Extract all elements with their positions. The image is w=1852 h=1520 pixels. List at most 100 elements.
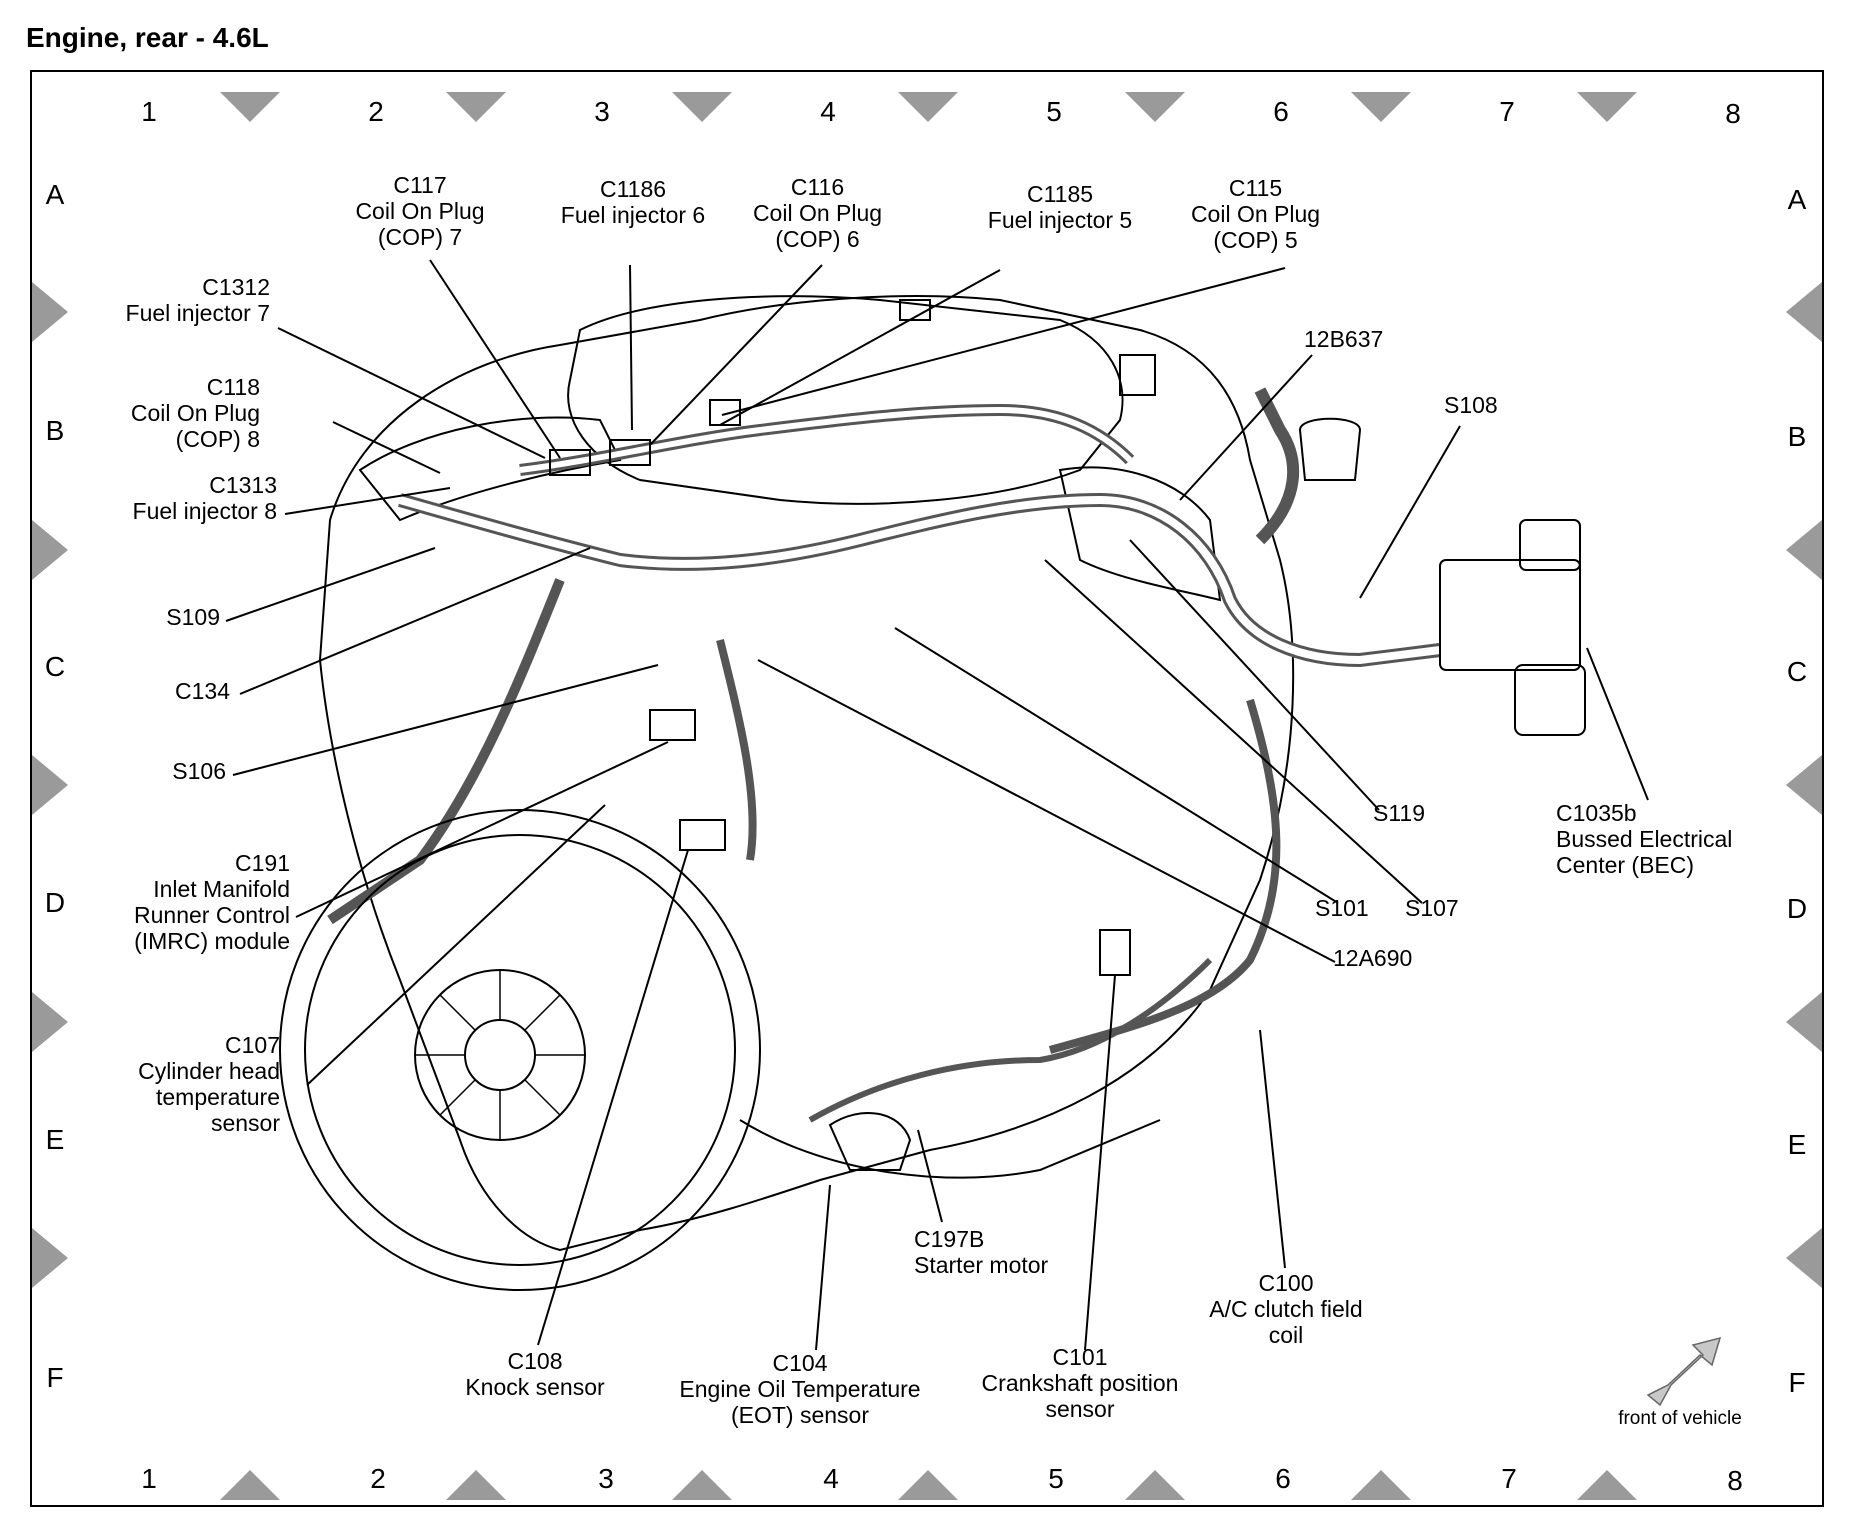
callout-c108-line1: Knock sensor xyxy=(465,1374,605,1400)
grid-row-c-right: C xyxy=(1786,656,1808,687)
callout-c104-line2: (EOT) sensor xyxy=(730,1402,870,1428)
leader-c1185 xyxy=(719,269,1001,426)
callout-c1312: C1312 Fuel injector 7 xyxy=(70,274,270,326)
bottom-marker xyxy=(220,1470,280,1500)
leader-c197b xyxy=(917,1129,943,1223)
callout-c101-line1: Crankshaft position xyxy=(981,1370,1179,1396)
grid-col-8-bottom: 8 xyxy=(1727,1465,1743,1496)
callout-c1313-line1: Fuel injector 8 xyxy=(132,498,277,524)
callout-s109: S109 xyxy=(120,604,220,630)
top-marker xyxy=(446,92,506,122)
callout-s108-id: S108 xyxy=(1444,392,1498,418)
callout-c100-line2: coil xyxy=(1268,1322,1304,1348)
callout-c117-id: C117 xyxy=(393,172,447,198)
wiring-harness-center xyxy=(716,639,757,861)
oil-pan xyxy=(739,1119,1161,1179)
callout-c116: C116 Coil On Plug (COP) 6 xyxy=(735,174,900,252)
wiring-harness-left xyxy=(327,578,565,925)
front-of-vehicle-arrow xyxy=(1646,1336,1722,1407)
leader-c1313 xyxy=(284,487,451,515)
bottom-marker xyxy=(1577,1470,1637,1500)
callout-c1186-id: C1186 xyxy=(599,176,667,202)
grid-row-b-right: B xyxy=(1787,421,1807,452)
callout-c1185-line1: Fuel injector 5 xyxy=(987,207,1133,233)
callout-12a690-id: 12A690 xyxy=(1333,945,1413,971)
grid-col-1-bottom: 1 xyxy=(141,1463,157,1494)
front-of-vehicle-label: front of vehicle xyxy=(1618,1408,1742,1429)
engine-illustration xyxy=(279,295,1586,1291)
right-marker xyxy=(1786,992,1822,1052)
pressure-plate-hub xyxy=(464,1019,536,1091)
grid-col-6-bottom: 6 xyxy=(1275,1463,1291,1494)
connector-cop7 xyxy=(549,449,591,476)
flywheel-inner xyxy=(304,834,736,1266)
callout-c107: C107 Cylinder head temperature sensor xyxy=(90,1032,280,1136)
leader-s101 xyxy=(894,627,1339,904)
callout-s101: S101 xyxy=(1315,895,1405,921)
callout-c1186: C1186 Fuel injector 6 xyxy=(538,176,728,228)
grid-col-6-top: 6 xyxy=(1273,96,1289,127)
top-marker xyxy=(220,92,280,122)
callout-s107: S107 xyxy=(1405,895,1495,921)
leader-c116 xyxy=(649,264,823,446)
grid-col-3-top: 3 xyxy=(594,96,610,127)
leader-c101 xyxy=(1084,974,1116,1351)
leader-c191 xyxy=(295,741,669,918)
starter-motor xyxy=(828,1112,912,1171)
callout-c134-id: C134 xyxy=(175,678,230,704)
callout-c115: C115 Coil On Plug (COP) 5 xyxy=(1168,175,1343,253)
callout-c116-id: C116 xyxy=(790,174,845,200)
callout-c1035b-id: C1035b xyxy=(1556,800,1637,826)
callout-c191-line3: (IMRC) module xyxy=(134,928,290,954)
wiring-harness-branch xyxy=(1254,387,1300,545)
callout-c104-id: C104 xyxy=(772,1350,828,1376)
callout-c117-line1: Coil On Plug xyxy=(355,198,485,224)
callout-12a690: 12A690 xyxy=(1333,945,1453,971)
callout-c1035b-line2: Center (BEC) xyxy=(1556,852,1695,878)
leader-12a690 xyxy=(757,659,1336,963)
grid-row-e-right: E xyxy=(1787,1129,1807,1160)
grid-col-2-top: 2 xyxy=(368,96,384,127)
callout-c101-line2: sensor xyxy=(1045,1396,1115,1422)
callout-c101-id: C101 xyxy=(1052,1344,1108,1370)
valve-cover-left xyxy=(358,416,622,522)
callout-s106-id: S106 xyxy=(172,758,226,784)
diagram-frame xyxy=(30,70,1824,1507)
callout-c117: C117 Coil On Plug (COP) 7 xyxy=(320,172,520,250)
connector-c108 xyxy=(679,819,726,851)
callout-c1035b: C1035b Bussed Electrical Center (BEC) xyxy=(1556,800,1786,878)
leader-c117 xyxy=(429,259,561,459)
wiring-harness-main-inner xyxy=(398,495,1441,665)
right-marker xyxy=(1786,282,1822,342)
leader-c100 xyxy=(1259,1029,1286,1269)
wiring-harness-upper-inner xyxy=(519,406,1133,473)
callout-12b637: 12B637 xyxy=(1304,326,1424,352)
page-title: Engine, rear - 4.6L xyxy=(26,22,269,53)
callout-c197b-id: C197B xyxy=(914,1226,985,1252)
flywheel-spokes xyxy=(415,970,585,1140)
callout-c118-id: C118 xyxy=(206,374,260,400)
leader-12b637 xyxy=(1179,354,1313,501)
callout-c107-line2: temperature xyxy=(155,1084,280,1110)
callout-s108: S108 xyxy=(1444,392,1544,418)
callout-c1035b-line1: Bussed Electrical xyxy=(1556,826,1733,852)
leader-c1312 xyxy=(277,327,546,459)
leader-c104 xyxy=(815,1184,831,1351)
callout-c191-line2: Runner Control xyxy=(134,902,290,928)
leader-s109 xyxy=(225,547,436,622)
callout-c1313: C1313 Fuel injector 8 xyxy=(80,472,277,524)
grid-col-4-top: 4 xyxy=(820,96,836,127)
grid-col-7-top: 7 xyxy=(1499,96,1515,127)
grid-col-3-bottom: 3 xyxy=(598,1463,614,1494)
grid-row-a-right: A xyxy=(1787,184,1807,215)
callout-c107-line1: Cylinder head xyxy=(138,1058,280,1084)
callout-c191-id: C191 xyxy=(235,850,290,876)
callout-s119-id: S119 xyxy=(1373,800,1426,826)
grid-row-d-left: D xyxy=(44,887,66,918)
right-marker xyxy=(1786,755,1822,815)
right-marker xyxy=(1786,520,1822,580)
leader-s107 xyxy=(1044,559,1423,904)
left-marker xyxy=(32,520,68,580)
callout-c191-line1: Inlet Manifold xyxy=(153,876,290,902)
